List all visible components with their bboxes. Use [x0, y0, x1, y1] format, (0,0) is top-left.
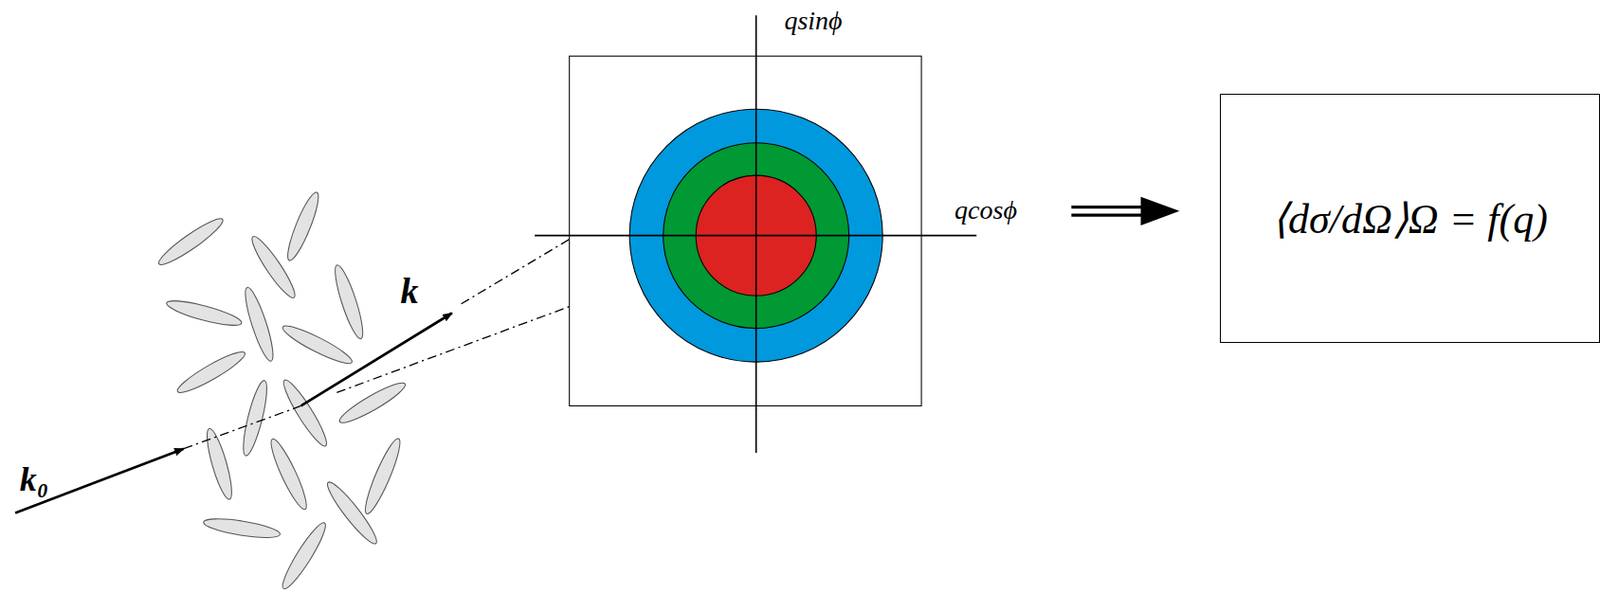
particle: [174, 346, 249, 399]
particle: [164, 296, 244, 331]
axis-label: qsinϕ: [783, 7, 842, 35]
axis-label: qcosϕ: [954, 197, 1018, 224]
particle: [360, 436, 406, 517]
double-arrow-line: [1071, 205, 1148, 209]
particle: [266, 436, 312, 513]
double-arrow-head: [1141, 197, 1181, 226]
particle: [278, 376, 332, 450]
particle: [336, 378, 410, 429]
particle: [240, 285, 279, 364]
double-arrow-line: [1071, 214, 1148, 218]
particle: [202, 515, 282, 543]
incident-wavevector: [15, 449, 184, 514]
double-arrow: [1071, 197, 1180, 226]
detector-frame: [569, 55, 922, 406]
particle: [282, 189, 324, 264]
particle: [202, 426, 237, 502]
particle: [238, 379, 272, 458]
formula: ⟨dσ/dΩ⟩Ω = f(q): [1272, 194, 1548, 244]
axis-vertical: [755, 15, 758, 454]
vector-label: k: [400, 272, 419, 310]
vector-label: k₀: [19, 462, 50, 497]
formula-box: ⟨dσ/dΩ⟩Ω = f(q): [1219, 93, 1600, 344]
particle: [277, 519, 331, 593]
particle: [154, 213, 227, 270]
particle: [279, 321, 356, 370]
particles: [154, 189, 409, 593]
particle: [322, 478, 382, 549]
scattered-wavevector: [301, 312, 453, 406]
beam-path: [183, 405, 302, 449]
particle: [329, 262, 368, 341]
particle: [247, 233, 301, 303]
